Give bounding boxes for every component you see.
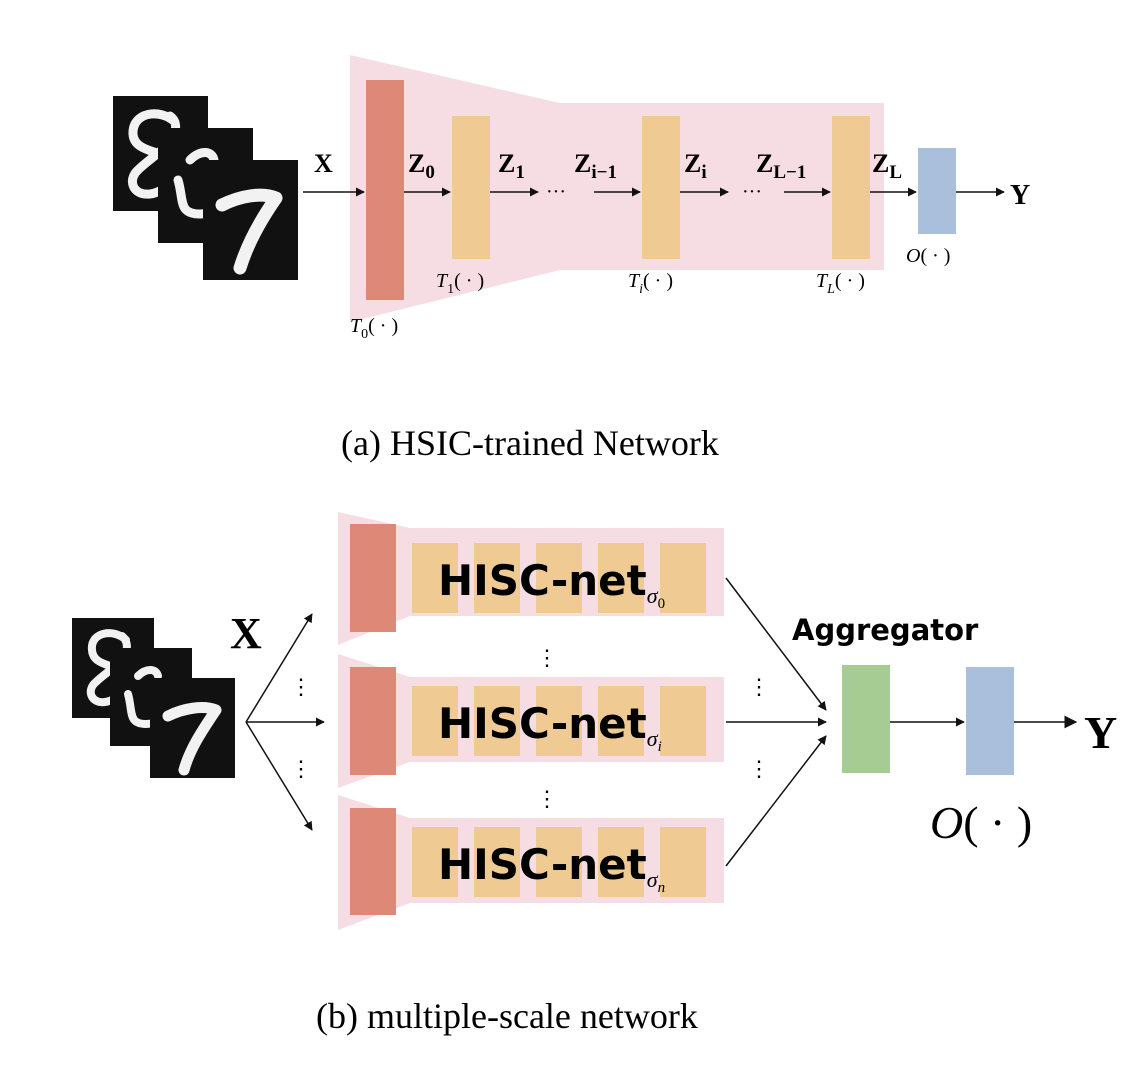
t0-block [366, 80, 404, 300]
label-zim1: Zi−1 [574, 149, 617, 183]
subnet-n-orange-1 [412, 827, 458, 897]
output-op-label-b: O( · ) [930, 797, 1032, 848]
vdots-input-lower: ⋮ [290, 756, 312, 781]
panel-b: X ⋮ ⋮ HISC-netσ0 ⋮ HISC-netσi [72, 512, 1117, 1036]
subnet-0-label: HISC-netσ0 [438, 556, 665, 612]
ti-block [642, 116, 680, 259]
label-zLm1: ZL−1 [756, 149, 806, 183]
subnet-n-orange-3 [536, 827, 582, 897]
output-label-a: Y [1010, 180, 1030, 211]
label-z1: Z1 [498, 149, 525, 183]
subnet-0-orange-2 [474, 543, 520, 613]
subnet-0-orange-4 [598, 543, 644, 613]
subnet-i-orange-2 [474, 686, 520, 756]
caption-a: (a) HSIC-trained Network [341, 423, 719, 463]
ellipsis-1: ··· [546, 181, 566, 203]
subnet-i-orange-5 [660, 686, 706, 756]
arrow-x-to-net0 [245, 613, 313, 723]
input-label-a: X [314, 149, 333, 178]
vdots-between-i-n: ⋮ [536, 786, 558, 811]
label-ti: Ti( · ) [628, 270, 673, 297]
subnet-0-orange-5 [660, 543, 706, 613]
ellipsis-2: ··· [742, 181, 762, 203]
o-block-b [966, 667, 1014, 775]
label-z0: Z0 [408, 149, 435, 183]
subnet-0-orange-1 [412, 543, 458, 613]
subnet-i-label: HISC-netσi [438, 699, 662, 755]
digit-seven [203, 160, 298, 280]
input-digits-a [113, 96, 298, 280]
subnet-n-red [350, 808, 396, 915]
panel-a: X Y Z0 Z1 Zi−1 Zi ZL−1 ZL ··· ··· T0( · … [113, 55, 1030, 463]
subnet-0-red [350, 524, 396, 632]
vdots-input-upper: ⋮ [290, 674, 312, 699]
label-t0: T0( · ) [350, 315, 398, 342]
subnet-n-orange-4 [598, 827, 644, 897]
subnet-i-red [350, 667, 396, 775]
arrow-netn-to-agg [725, 735, 827, 867]
label-tL: TL( · ) [816, 270, 865, 297]
label-zL: ZL [872, 149, 902, 183]
output-label-b: Y [1084, 707, 1117, 758]
label-o-a: O( · ) [906, 245, 950, 267]
subnet-i-orange-3 [536, 686, 582, 756]
tL-block [832, 116, 870, 259]
subnet-n-label: HISC-netσn [438, 840, 665, 896]
caption-b: (b) multiple-scale network [316, 996, 698, 1036]
pink-funnel-a [350, 55, 884, 322]
subnet-i-orange-1 [412, 686, 458, 756]
subnet-0: HISC-netσ0 [338, 512, 724, 645]
input-label-b: X [230, 609, 262, 658]
vdots-between-0-i: ⋮ [536, 645, 558, 670]
vdots-output-upper: ⋮ [748, 674, 770, 699]
subnet-i-orange-4 [598, 686, 644, 756]
subnet-n-orange-2 [474, 827, 520, 897]
aggregator-label: Aggregator [792, 613, 979, 647]
subnet-i: HISC-netσi [338, 654, 724, 788]
label-zi: Zi [684, 149, 707, 183]
label-t1: T1( · ) [436, 270, 484, 297]
o-block-a [918, 148, 956, 234]
arrow-x-to-netn [245, 721, 313, 831]
input-digits-b [72, 618, 235, 778]
t1-block [452, 116, 490, 259]
arrow-net0-to-agg [725, 577, 827, 711]
subnet-n-orange-5 [660, 827, 706, 897]
subnet-n: HISC-netσn [338, 795, 724, 930]
aggregator-block [842, 665, 890, 773]
digit-seven-b [150, 678, 235, 778]
vdots-output-lower: ⋮ [748, 756, 770, 781]
subnet-0-orange-3 [536, 543, 582, 613]
